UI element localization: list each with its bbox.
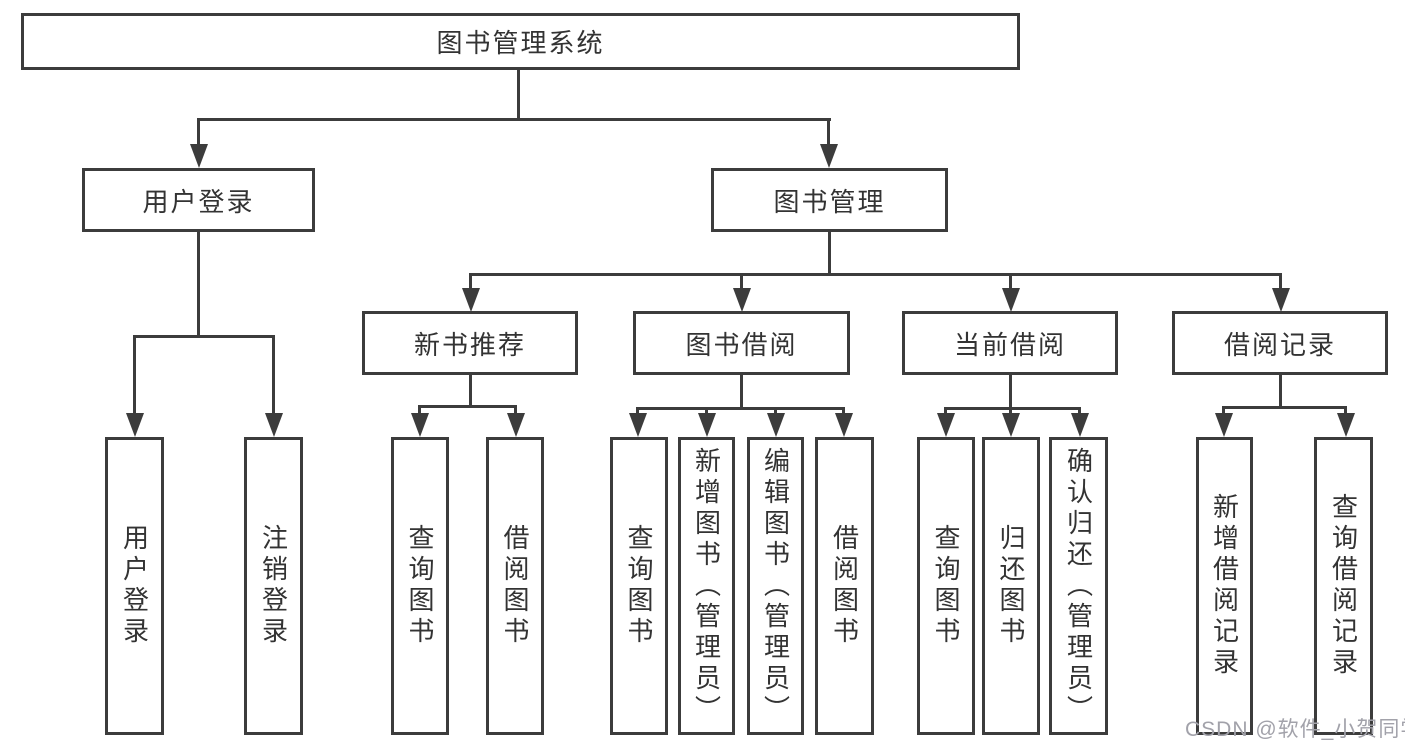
leaf-add-books-admin-label: 新增图书（管理员）	[691, 446, 722, 726]
connector-line	[774, 410, 777, 415]
node-current-borrowing-label: 当前借阅	[953, 329, 1066, 360]
node-book-borrowing-label: 图书借阅	[685, 329, 798, 360]
leaf-add-borrow-record-label: 新增借阅记录	[1209, 493, 1240, 679]
connector-line	[842, 410, 845, 415]
connector-line	[1222, 409, 1225, 414]
node-user-login-label: 用户登录	[142, 186, 255, 217]
connector-line	[828, 232, 831, 273]
arrow-down-icon	[767, 413, 785, 437]
leaf-borrow-books-recommend-label: 借阅图书	[500, 524, 530, 648]
connector-line	[197, 121, 200, 149]
arrow-down-icon	[629, 413, 647, 437]
connector-line	[133, 338, 136, 413]
connector-line	[1344, 409, 1347, 414]
connector-line	[827, 121, 830, 149]
arrow-down-icon	[1272, 288, 1290, 312]
connector-line	[740, 375, 743, 407]
node-borrowing-records-label: 借阅记录	[1223, 329, 1336, 360]
leaf-edit-books-admin-label: 编辑图书（管理员）	[760, 446, 791, 726]
connector-line	[197, 118, 831, 121]
leaf-logout: 注销登录	[244, 437, 303, 735]
arrow-down-icon	[126, 413, 144, 437]
connector-line	[740, 276, 743, 290]
arrow-down-icon	[820, 144, 838, 168]
leaf-return-books: 归还图书	[982, 437, 1040, 735]
node-new-book-recommend-label: 新书推荐	[413, 329, 526, 360]
node-root: 图书管理系统	[21, 13, 1020, 70]
connector-line	[517, 70, 520, 118]
node-user-login: 用户登录	[82, 168, 315, 232]
leaf-query-books-current: 查询图书	[917, 437, 975, 735]
connector-line	[1009, 410, 1012, 415]
arrow-down-icon	[733, 288, 751, 312]
arrow-down-icon	[1071, 413, 1089, 437]
arrow-down-icon	[835, 413, 853, 437]
leaf-borrow-books-recommend: 借阅图书	[486, 437, 544, 735]
leaf-add-borrow-record: 新增借阅记录	[1196, 437, 1253, 735]
leaf-add-books-admin: 新增图书（管理员）	[678, 437, 735, 735]
leaf-query-books-current-label: 查询图书	[931, 524, 961, 648]
arrow-down-icon	[1337, 413, 1355, 437]
connector-line	[469, 276, 472, 290]
connector-line	[418, 405, 517, 408]
arrow-down-icon	[1002, 288, 1020, 312]
leaf-confirm-return-admin-label: 确认归还（管理员）	[1063, 446, 1094, 726]
node-new-book-recommend: 新书推荐	[362, 311, 578, 375]
connector-line	[469, 273, 1282, 276]
node-book-management: 图书管理	[711, 168, 948, 232]
leaf-query-books-recommend-label: 查询图书	[405, 524, 435, 648]
connector-line	[272, 338, 275, 413]
connector-line	[418, 408, 421, 415]
leaf-borrow-books: 借阅图书	[815, 437, 874, 735]
watermark: CSDN @软件_小贺同学	[1185, 718, 1405, 741]
connector-line	[944, 407, 1081, 410]
node-current-borrowing: 当前借阅	[902, 311, 1118, 375]
arrow-down-icon	[190, 144, 208, 168]
arrow-down-icon	[507, 413, 525, 437]
connector-line	[469, 375, 472, 405]
connector-line	[514, 408, 517, 415]
connector-line	[1279, 276, 1282, 290]
node-borrowing-records: 借阅记录	[1172, 311, 1388, 375]
arrow-down-icon	[1002, 413, 1020, 437]
leaf-logout-label: 注销登录	[258, 524, 289, 648]
leaf-confirm-return-admin: 确认归还（管理员）	[1049, 437, 1108, 735]
connector-line	[133, 335, 275, 338]
leaf-query-borrow-record: 查询借阅记录	[1314, 437, 1373, 735]
node-book-borrowing: 图书借阅	[633, 311, 850, 375]
leaf-query-books-borrowing: 查询图书	[610, 437, 668, 735]
arrow-down-icon	[462, 288, 480, 312]
leaf-query-books-recommend: 查询图书	[391, 437, 449, 735]
leaf-return-books-label: 归还图书	[996, 524, 1026, 648]
connector-line	[636, 410, 639, 415]
leaf-user-login: 用户登录	[105, 437, 164, 735]
arrow-down-icon	[698, 413, 716, 437]
connector-line	[1009, 276, 1012, 290]
connector-line	[1009, 375, 1012, 407]
leaf-borrow-books-label: 借阅图书	[829, 524, 860, 648]
connector-line	[705, 410, 708, 415]
connector-line	[197, 232, 200, 335]
connector-line	[636, 407, 845, 410]
connector-line	[1222, 406, 1347, 409]
arrow-down-icon	[937, 413, 955, 437]
connector-line	[1279, 375, 1282, 406]
arrow-down-icon	[411, 413, 429, 437]
node-root-label: 图书管理系统	[436, 28, 605, 58]
arrow-down-icon	[1215, 413, 1233, 437]
leaf-query-borrow-record-label: 查询借阅记录	[1328, 493, 1359, 679]
leaf-edit-books-admin: 编辑图书（管理员）	[747, 437, 804, 735]
node-book-management-label: 图书管理	[773, 186, 886, 217]
connector-line	[944, 410, 947, 415]
arrow-down-icon	[265, 413, 283, 437]
leaf-user-login-label: 用户登录	[119, 524, 150, 648]
connector-line	[1078, 410, 1081, 415]
leaf-query-books-borrowing-label: 查询图书	[624, 524, 654, 648]
